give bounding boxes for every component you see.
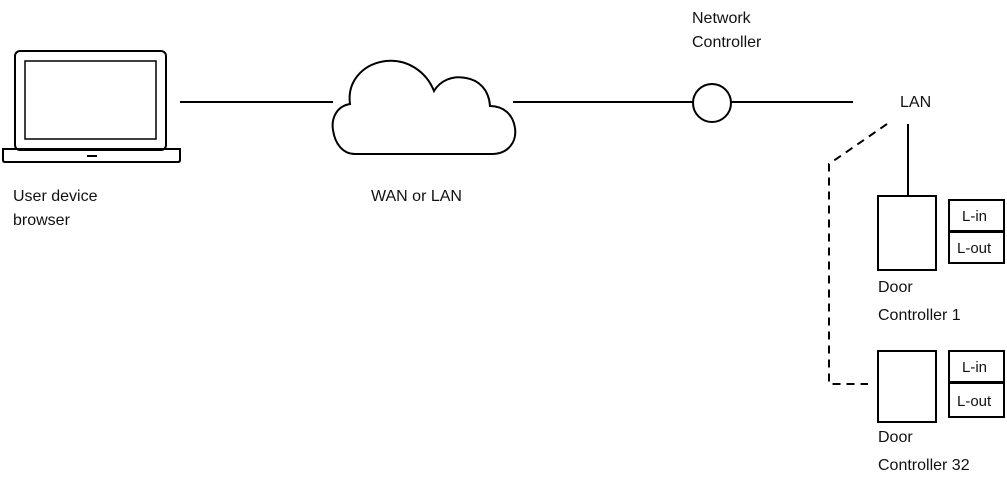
port-l-out-box (948, 382, 1005, 418)
port-l-out-label: L-out (957, 393, 992, 410)
network-controller-label-line: Controller (692, 34, 762, 51)
door-controller-32-ports: L-in L-out (948, 350, 1005, 418)
user-device-label: User device browser (13, 188, 102, 229)
user-device-label-line: User device (13, 188, 98, 205)
door-controller-1-label: Door Controller 1 (878, 279, 961, 324)
network-label: WAN or LAN (371, 188, 462, 205)
port-l-in-label: L-in (962, 359, 987, 376)
door-controller-32-box (877, 350, 937, 423)
door-controller-32-label: Door Controller 32 (878, 429, 970, 474)
port-l-in-label: L-in (962, 208, 987, 225)
user-device-label-line: browser (13, 212, 71, 229)
network-controller-label: Network Controller (692, 10, 762, 51)
door-controller-1-label-line: Controller 1 (878, 307, 961, 324)
door-controller-32-label-line: Controller 32 (878, 457, 970, 474)
lan-label: LAN (900, 94, 931, 111)
door-controller-1-ports: L-in L-out (948, 199, 1005, 264)
door-controller-1-label-line: Door (878, 279, 913, 296)
door-controller-32-label-line: Door (878, 429, 913, 446)
network-controller-node (692, 83, 732, 123)
door-controller-1-box (877, 195, 937, 271)
port-l-out-box (948, 231, 1005, 264)
port-l-out-label: L-out (957, 240, 992, 257)
link-lan-to-door-32 (828, 123, 888, 385)
network-controller-label-line: Network (692, 10, 752, 27)
cloud-icon (331, 59, 517, 155)
laptop-icon (2, 50, 181, 163)
